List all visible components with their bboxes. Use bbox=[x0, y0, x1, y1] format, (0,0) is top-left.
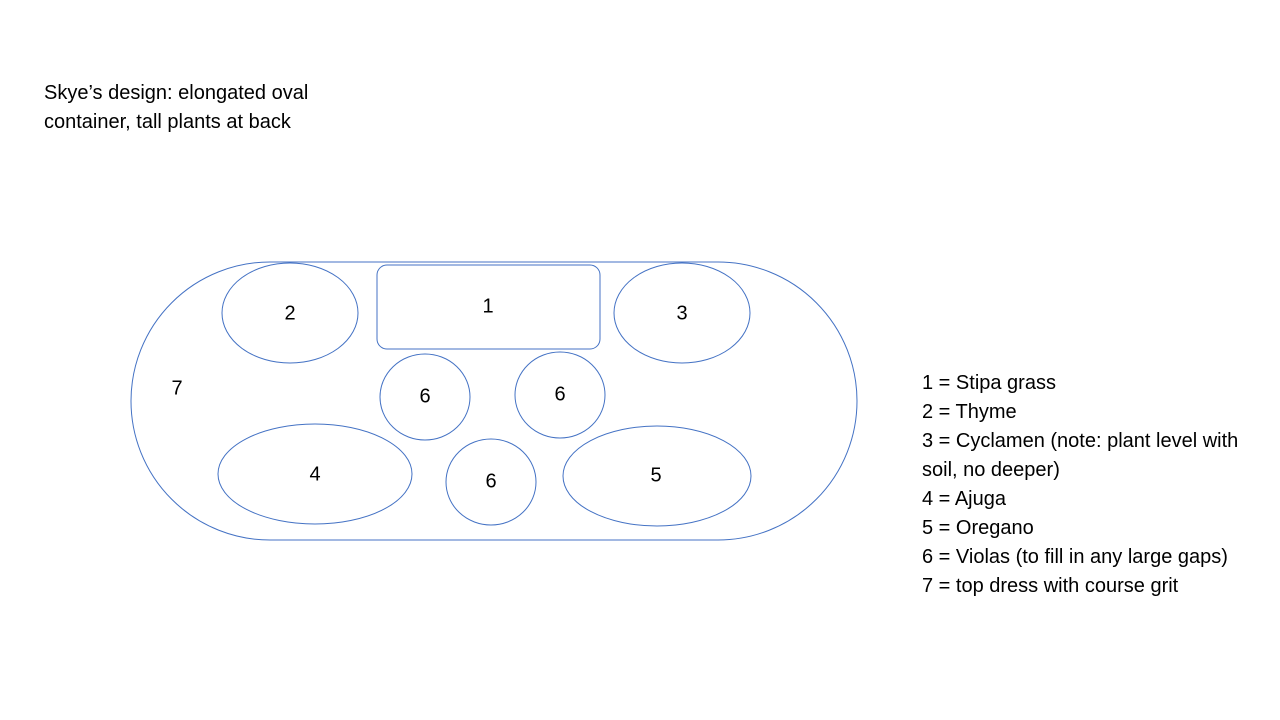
zone-7-label: 7 bbox=[171, 377, 182, 399]
zone-6-label-left: 6 bbox=[419, 385, 430, 407]
legend-item-5: 5 = Oregano bbox=[922, 517, 1034, 539]
zone-4-ajuga-bed bbox=[217, 423, 413, 525]
design-caption: Skye’s design: elongated oval container,… bbox=[44, 82, 309, 133]
zone-6-label-right: 6 bbox=[554, 383, 565, 405]
legend-item-3: 3 = Cyclamen (note: plant level with soi… bbox=[922, 430, 1239, 481]
zone-3-cyclamen-bed bbox=[613, 262, 751, 364]
zone-1-label: 1 bbox=[482, 295, 493, 317]
zone-2-thyme-bed bbox=[221, 262, 359, 364]
zone-3-label: 3 bbox=[676, 302, 687, 324]
zone-6-viola-bed-right bbox=[514, 351, 606, 439]
zone-6-viola-bed-left bbox=[379, 353, 471, 441]
zone-6-label-bottom: 6 bbox=[485, 470, 496, 492]
zone-5-oregano-bed bbox=[562, 425, 752, 527]
legend-item-6: 6 = Violas (to fill in any large gaps) bbox=[922, 546, 1228, 568]
zone-2-label: 2 bbox=[284, 302, 295, 324]
zone-4-label: 4 bbox=[309, 463, 320, 485]
oval-container-outline bbox=[130, 261, 858, 541]
plant-legend: 1 = Stipa grass 2 = Thyme 3 = Cyclamen (… bbox=[922, 369, 1242, 601]
legend-item-1: 1 = Stipa grass bbox=[922, 372, 1056, 394]
legend-item-4: 4 = Ajuga bbox=[922, 488, 1006, 510]
zone-1-stipa-bed bbox=[376, 264, 601, 350]
legend-item-2: 2 = Thyme bbox=[922, 401, 1017, 423]
zone-6-viola-bed-bottom bbox=[445, 438, 537, 526]
zone-5-label: 5 bbox=[650, 464, 661, 486]
legend-item-7: 7 = top dress with course grit bbox=[922, 575, 1179, 597]
